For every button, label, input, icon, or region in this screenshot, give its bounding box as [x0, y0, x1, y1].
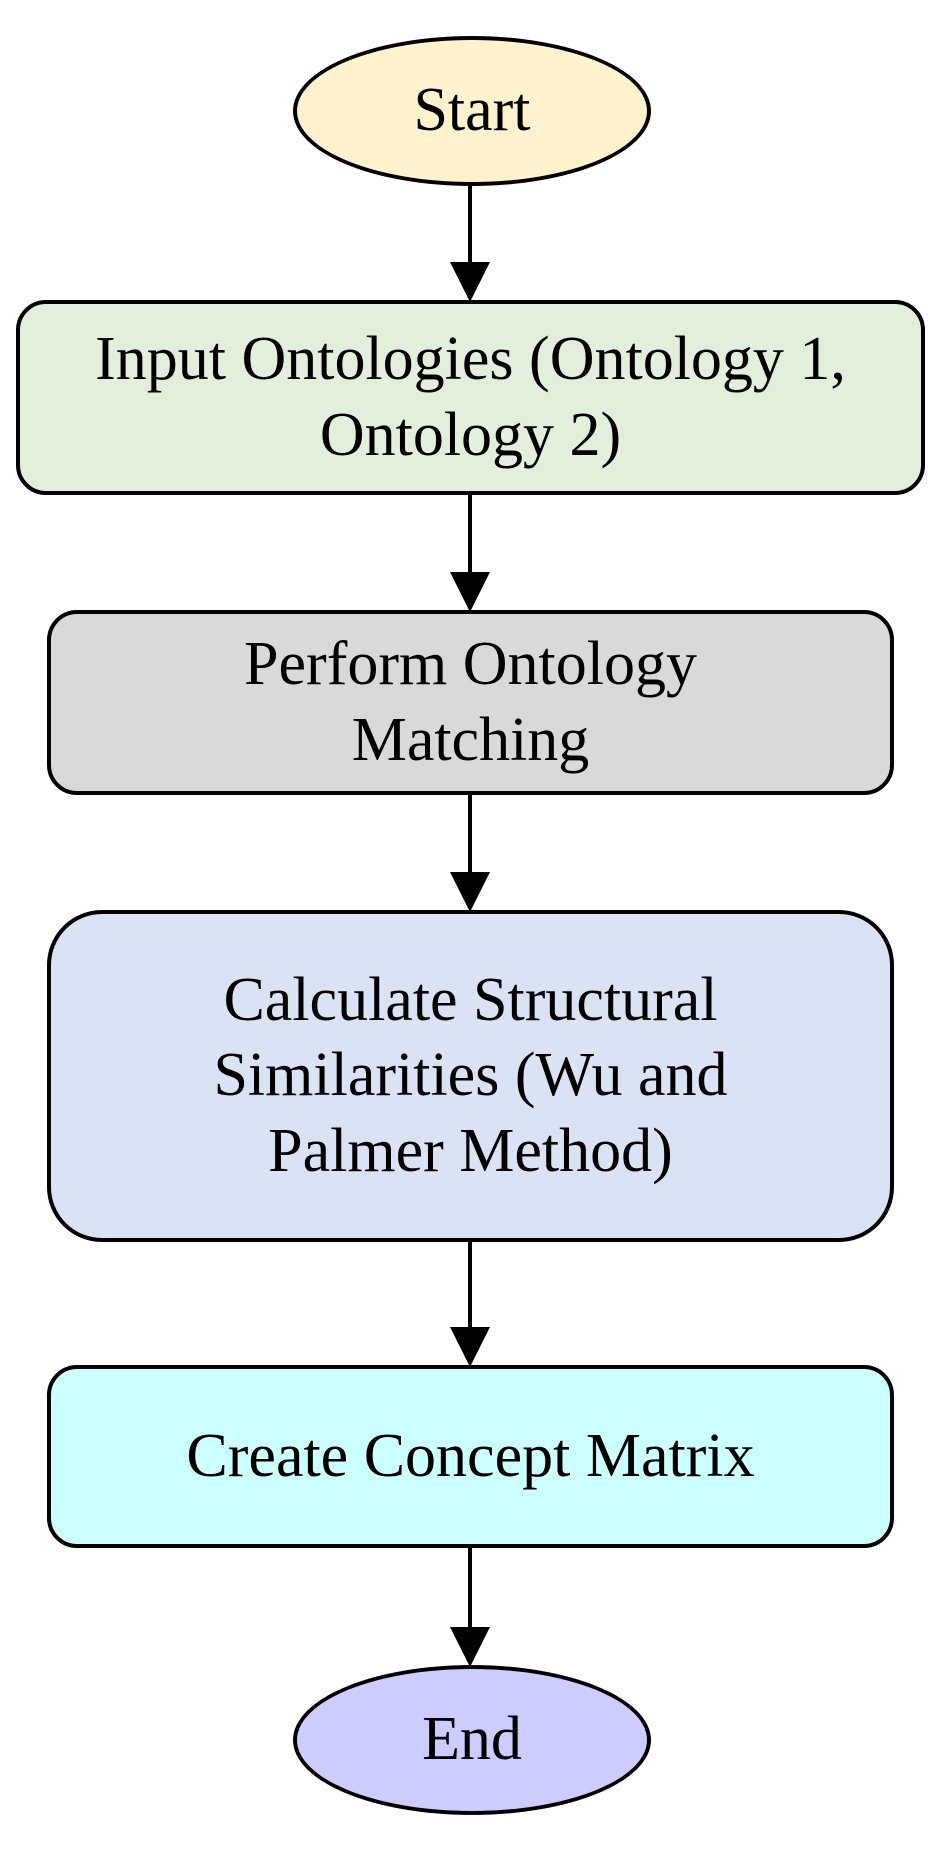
start-node: Start [293, 36, 651, 186]
perform-matching-label: Perform Ontology Matching [244, 629, 697, 774]
input-ontologies-node: Input Ontologies (Ontology 1, Ontology 2… [16, 300, 925, 495]
calculate-similarities-node: Calculate Structural Similarities (Wu an… [47, 910, 894, 1242]
start-label: Start [413, 76, 531, 145]
input-ontologies-label: Input Ontologies (Ontology 1, Ontology 2… [95, 324, 846, 469]
create-matrix-label: Create Concept Matrix [186, 1421, 755, 1490]
end-label: End [422, 1705, 522, 1774]
create-matrix-node: Create Concept Matrix [47, 1365, 894, 1548]
perform-matching-node: Perform Ontology Matching [47, 610, 894, 795]
end-node: End [293, 1665, 651, 1815]
calculate-similarities-label: Calculate Structural Similarities (Wu an… [213, 965, 728, 1185]
